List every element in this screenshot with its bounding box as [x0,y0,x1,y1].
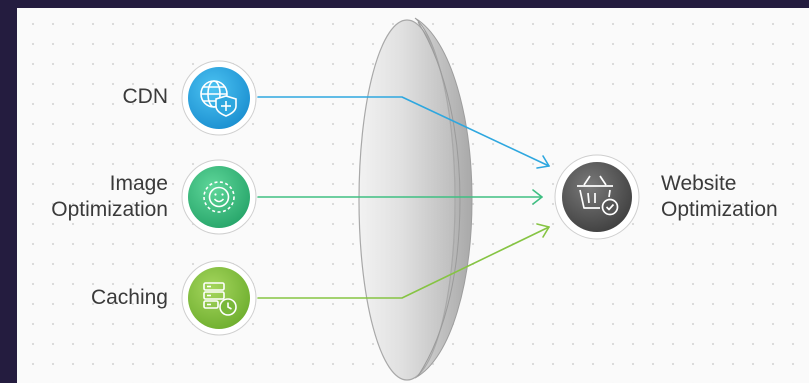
caching-label-line: Caching [90,286,168,309]
caching-node [181,260,257,336]
cdn-node [181,60,257,136]
lens-body [358,19,456,381]
cdn-label: CDN [123,84,169,110]
website-optimization-label: Website Optimization [661,171,778,223]
lens-edge-line [417,21,461,377]
cdn-connector [257,96,550,167]
basket-check-icon [577,175,619,216]
globe-shield-icon [200,80,237,117]
image-optimization-node [181,159,257,235]
website-optimization-label-line-2: Optimization [661,198,778,221]
cdn-label-line: CDN [122,85,169,108]
image-optimization-arrowhead [532,189,543,205]
caching-label: Caching [91,285,168,311]
cdn-arrowhead [536,155,550,169]
website-optimization-node [554,154,640,240]
caching-connector [257,226,550,299]
smiley-face-icon [203,181,235,213]
website-optimization-label-line-1: Website [661,172,737,195]
image-optimization-label-line-1: Image [109,172,168,195]
server-clock-icon [203,282,237,316]
image-optimization-label: Image Optimization [51,171,168,223]
caching-arrowhead [536,223,550,238]
image-optimization-label-line-2: Optimization [51,198,168,221]
